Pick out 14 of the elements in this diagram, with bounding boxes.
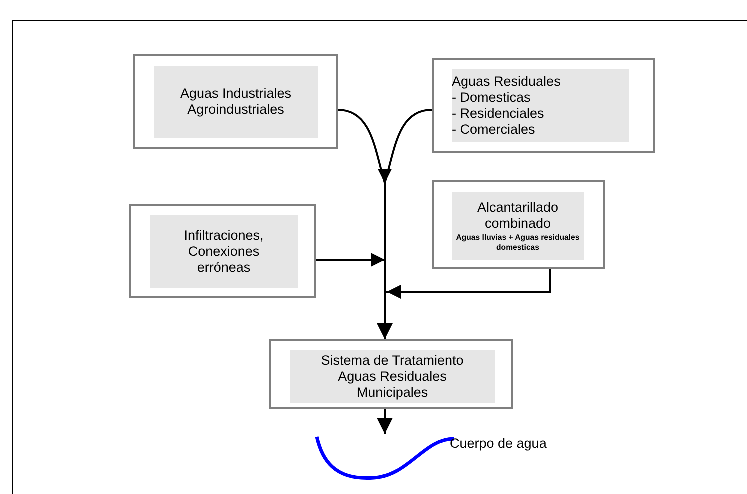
node-caption: Cuerpo de agua [450,436,547,452]
process-box [269,339,513,409]
box-title: Aguas Industriales Agroindustriales [179,86,293,118]
process-box [432,180,605,269]
list-item: - Comerciales [452,122,536,138]
list-item: - Domesticas [452,90,532,106]
box-title: Alcantarillado combinado [476,200,560,232]
box-title: Aguas Residuales [452,74,562,90]
process-box [133,54,338,149]
list-item: - Residenciales [452,106,546,122]
box-title: Sistema de Tratamiento Aguas Residuales Municipales [320,352,465,400]
process-box [432,58,655,153]
box-title: Infiltraciones, Conexiones erróneas [183,228,265,276]
process-box [129,204,316,298]
